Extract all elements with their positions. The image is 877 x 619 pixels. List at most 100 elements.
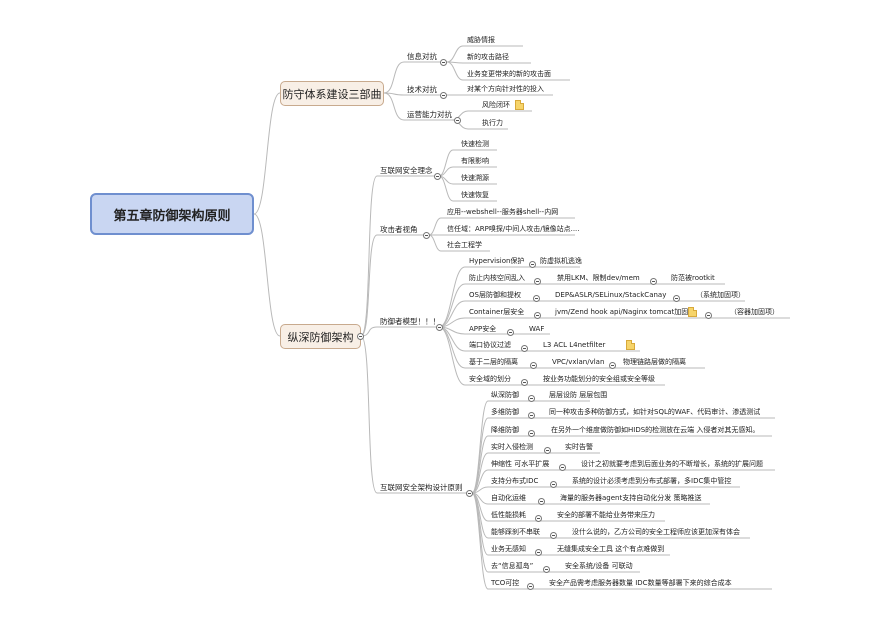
node-fast-trace[interactable]: 快速溯源: [461, 174, 489, 182]
node-social-engineering[interactable]: 社会工程学: [447, 241, 482, 249]
collapse-toggle-icon[interactable]: [559, 464, 566, 471]
collapse-toggle-icon[interactable]: [527, 583, 534, 590]
collapse-toggle-icon[interactable]: [423, 232, 430, 239]
node-security-domain[interactable]: 安全域的划分: [469, 375, 511, 383]
collapse-toggle-icon[interactable]: [538, 498, 545, 505]
principle-detail[interactable]: 无缝集成安全工具 这个有点难做到: [557, 545, 665, 553]
node-fast-recover[interactable]: 快速恢复: [461, 191, 489, 199]
node-rootkit[interactable]: 防范被rootkit: [671, 274, 715, 282]
node-attack-chain[interactable]: 应用--webshell--服务器shell--内网: [447, 208, 559, 216]
node-jvm-hook[interactable]: jvm/Zend hook api/Naginx tomcat加固: [555, 308, 689, 316]
collapse-toggle-icon[interactable]: [521, 345, 528, 352]
collapse-toggle-icon[interactable]: [528, 395, 535, 402]
collapse-toggle-icon[interactable]: [705, 312, 712, 319]
collapse-toggle-icon[interactable]: [673, 295, 680, 302]
node-waf[interactable]: WAF: [529, 325, 545, 333]
node-app-security[interactable]: APP安全: [469, 325, 497, 333]
topic-security-concept[interactable]: 互联网安全理念: [380, 166, 433, 175]
collapse-toggle-icon[interactable]: [507, 329, 514, 336]
topic-attacker-view[interactable]: 攻击者视角: [380, 225, 418, 234]
collapse-toggle-icon[interactable]: [534, 278, 541, 285]
topic-defense-in-depth[interactable]: 纵深防御架构: [280, 324, 361, 349]
node-vm-escape[interactable]: 防虚拟机逃逸: [540, 257, 582, 265]
principle-name[interactable]: 纵深防御: [491, 391, 519, 399]
collapse-toggle-icon[interactable]: [650, 278, 657, 285]
collapse-toggle-icon[interactable]: [440, 59, 447, 66]
node-disable-lkm[interactable]: 禁用LKM、限制dev/mem: [557, 274, 640, 282]
principle-detail[interactable]: 没什么说的，乙方公司的安全工程师应该更加深有体会: [572, 528, 740, 536]
principle-detail[interactable]: 层层设防 层层包围: [549, 391, 608, 399]
note-icon[interactable]: [515, 100, 524, 110]
node-trust-domain[interactable]: 信任域：ARP嗅探/中间人攻击/镜像站点....: [447, 225, 580, 233]
collapse-toggle-icon[interactable]: [543, 566, 550, 573]
node-fast-detect[interactable]: 快速检测: [461, 140, 489, 148]
principle-name[interactable]: 支持分布式IDC: [491, 477, 539, 485]
principle-name[interactable]: 业务无感知: [491, 545, 526, 553]
node-system-hardening[interactable]: （系统加固项）: [696, 291, 745, 299]
principle-name[interactable]: 去“信息孤岛”: [491, 562, 534, 570]
principle-name[interactable]: 降维防御: [491, 426, 519, 434]
principle-detail[interactable]: 安全产品需考虑服务器数量 IDC数量等部署下来的综合成本: [549, 579, 732, 587]
principle-detail[interactable]: 实时告警: [565, 443, 593, 451]
collapse-toggle-icon[interactable]: [434, 173, 441, 180]
topic-tech-confrontation[interactable]: 技术对抗: [407, 85, 437, 94]
principle-name[interactable]: TCO可控: [491, 579, 520, 587]
principle-name[interactable]: 能够踩刹不串联: [491, 528, 540, 536]
node-business-division[interactable]: 按业务功能划分的安全组或安全等级: [543, 375, 655, 383]
principle-name[interactable]: 低性能损耗: [491, 511, 526, 519]
node-kernel-space[interactable]: 防止内核空间乱入: [469, 274, 525, 282]
root-topic[interactable]: 第五章防御架构原则: [90, 193, 254, 235]
note-icon[interactable]: [626, 340, 635, 350]
collapse-toggle-icon[interactable]: [534, 312, 541, 319]
topic-design-principles[interactable]: 互联网安全架构设计原则: [380, 483, 463, 492]
collapse-toggle-icon[interactable]: [550, 481, 557, 488]
node-targeted-investment[interactable]: 对某个方向针对性的投入: [467, 85, 544, 93]
node-acl-netfilter[interactable]: L3 ACL L4netfilter: [543, 341, 606, 349]
collapse-toggle-icon[interactable]: [609, 362, 616, 369]
collapse-toggle-icon[interactable]: [528, 412, 535, 419]
principle-detail[interactable]: 同一种攻击多种防御方式，如针对SQL的WAF、代码审计、渗透测试: [549, 408, 761, 416]
principle-detail[interactable]: 安全系统/设备 可联动: [565, 562, 633, 570]
node-port-filter[interactable]: 端口协议过滤: [469, 341, 511, 349]
node-new-attack-path[interactable]: 新的攻击路径: [467, 53, 509, 61]
collapse-toggle-icon[interactable]: [440, 92, 447, 99]
node-container-hardening[interactable]: （容器加固项）: [730, 308, 779, 316]
node-vpc-vxlan[interactable]: VPC/vxlan/vlan: [552, 358, 605, 366]
collapse-toggle-icon[interactable]: [521, 379, 528, 386]
collapse-toggle-icon[interactable]: [533, 295, 540, 302]
principle-name[interactable]: 多维防御: [491, 408, 519, 416]
collapse-toggle-icon[interactable]: [529, 261, 536, 268]
principle-detail[interactable]: 系统的设计必须考虑到分布式部署，多IDC集中管控: [572, 477, 732, 485]
principle-detail[interactable]: 海量的服务器agent支持自动化分发 策略推送: [560, 494, 702, 502]
topic-defense-system[interactable]: 防守体系建设三部曲: [280, 81, 384, 106]
node-execution[interactable]: 执行力: [482, 119, 503, 127]
node-hypervision[interactable]: Hypervision保护: [469, 257, 525, 265]
collapse-toggle-icon[interactable]: [357, 333, 364, 340]
principle-name[interactable]: 自动化运维: [491, 494, 526, 502]
node-threat-intel[interactable]: 威胁情报: [467, 36, 495, 44]
node-os-layer[interactable]: OS层防御和提权: [469, 291, 521, 299]
collapse-toggle-icon[interactable]: [466, 490, 473, 497]
node-risk-closure[interactable]: 风险闭环: [482, 101, 510, 109]
collapse-toggle-icon[interactable]: [436, 324, 443, 331]
topic-defender-model[interactable]: 防御者模型！！！: [380, 317, 440, 326]
collapse-toggle-icon[interactable]: [454, 117, 461, 124]
node-new-attack-surface[interactable]: 业务变更带来的新的攻击面: [467, 70, 551, 78]
principle-detail[interactable]: 安全的部署不能给业务带来压力: [557, 511, 655, 519]
collapse-toggle-icon[interactable]: [535, 549, 542, 556]
collapse-toggle-icon[interactable]: [544, 447, 551, 454]
note-icon[interactable]: [688, 307, 697, 317]
collapse-toggle-icon[interactable]: [535, 515, 542, 522]
node-limited-impact[interactable]: 有限影响: [461, 157, 489, 165]
node-physical-isolation[interactable]: 物理链路层做的隔离: [623, 358, 686, 366]
node-container-layer[interactable]: Container层安全: [469, 308, 525, 316]
topic-ops-confrontation[interactable]: 运营能力对抗: [407, 110, 452, 119]
collapse-toggle-icon[interactable]: [528, 430, 535, 437]
node-l2-isolation[interactable]: 基于二层的隔离: [469, 358, 518, 366]
principle-name[interactable]: 伸缩性 可水平扩展: [491, 460, 550, 468]
node-dep-aslr[interactable]: DEP&ASLR/SELinux/StackCanay: [555, 291, 667, 299]
topic-info-confrontation[interactable]: 信息对抗: [407, 52, 437, 61]
collapse-toggle-icon[interactable]: [550, 532, 557, 539]
principle-detail[interactable]: 在另外一个维度做防御如HIDS的检测放在云端 入侵者对其无感知。: [551, 426, 760, 434]
principle-detail[interactable]: 设计之初就要考虑到后面业务的不断增长，系统的扩展问题: [581, 460, 763, 468]
